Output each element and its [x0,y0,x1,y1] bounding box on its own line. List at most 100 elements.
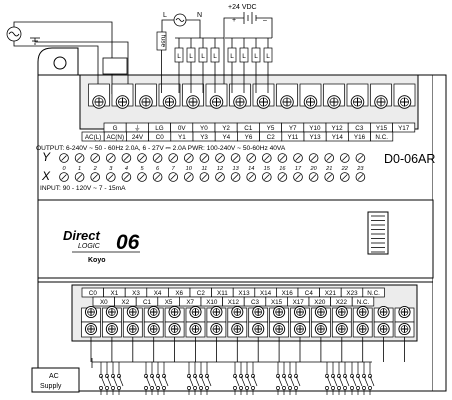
brand-logic: LOGIC [78,243,101,250]
top-terminal-row2-label: Y16 [354,134,366,141]
bottom-terminal-screw-lower[interactable] [314,322,327,336]
top-terminal-screw[interactable] [115,95,130,109]
bottom-terminal-screw-lower[interactable] [210,322,223,336]
top-terminal-screw[interactable] [256,95,271,109]
top-terminal-row1-label: Y17 [398,125,410,132]
top-terminal-screw[interactable] [186,95,200,109]
bottom-terminal-screw-lower[interactable] [273,322,286,336]
io-number: 5 [140,166,144,172]
input-x-indicator-mark [108,174,114,180]
io-number: 17 [295,166,302,172]
input-switch-blade [363,375,369,387]
bottom-terminal-screw-upper[interactable] [398,305,411,319]
input-switch-blade [240,375,246,387]
expansion-connector [367,211,389,255]
top-terminal-row1-label: Y10 [309,125,321,132]
top-terminal-screw[interactable] [397,95,412,109]
input-switch-blade [246,375,252,387]
top-terminal-screw[interactable] [280,95,294,109]
top-terminal-screw[interactable] [233,95,247,109]
input-switch-blade [283,375,289,387]
bottom-terminal-screw-upper[interactable] [126,305,139,319]
bottom-terminal-screw-lower[interactable] [84,322,98,336]
load-label: L [213,53,217,60]
bottom-terminal-screw-upper[interactable] [335,305,348,319]
input-switch-blade [252,375,258,387]
top-terminal-row2-label: Y3 [200,134,208,141]
bottom-terminal-screw-lower[interactable] [189,322,202,336]
bottom-terminal-screw-upper[interactable] [293,305,307,319]
top-terminal-row1-label: Y2 [222,125,230,132]
top-terminal-screw[interactable] [139,95,153,109]
top-terminal-screw[interactable] [209,95,224,109]
bottom-terminal-screw-lower[interactable] [147,322,160,336]
bottom-terminal-screw-lower[interactable] [398,322,411,336]
io-number: 11 [201,166,207,172]
top-terminal-row2-label: AC(L) [85,134,101,141]
top-terminal-row1-label: Y5 [267,125,275,132]
bottom-terminal-screw-upper[interactable] [210,305,223,319]
bottom-terminal-row2-label: C1 [143,299,152,306]
input-switch-blade [351,375,357,387]
top-terminal-screw[interactable] [327,95,341,109]
bottom-terminal-screw-upper[interactable] [314,305,327,319]
bottom-terminal-row1-label: X14 [260,290,272,297]
bottom-terminal-screw-lower[interactable] [252,322,265,336]
dc-supply-label: +24 VDC [228,4,257,11]
top-terminal-screw[interactable] [303,95,318,109]
bottom-terminal-screw-lower[interactable] [356,322,369,336]
bottom-terminal-screw-lower[interactable] [335,322,348,336]
input-switch-blade [106,375,112,387]
output-letter-y: Y [42,150,51,164]
load-label: L [242,53,246,60]
top-terminal-screw[interactable] [162,95,177,109]
bottom-terminal-screw-upper[interactable] [231,305,244,319]
bottom-terminal-screw-upper[interactable] [252,305,265,319]
mounting-hole [53,56,67,70]
bottom-terminal-screw-upper[interactable] [84,305,98,319]
top-terminal-screw[interactable] [374,95,388,109]
output-y-indicator-mark [170,155,176,161]
bottom-terminal-screw-lower[interactable] [231,322,244,336]
bottom-terminal-row1-label: X21 [325,290,337,297]
input-x-indicator-mark [123,174,130,180]
bottom-terminal-screw-upper[interactable] [189,305,202,319]
bottom-terminal-screw-lower[interactable] [126,322,139,336]
bottom-terminal-row2-label: X10 [206,299,218,306]
top-terminal-screw[interactable] [350,95,365,109]
input-switch-contact [337,386,341,390]
input-x-indicator-mark [279,174,286,180]
input-switch-blade [369,375,375,387]
bottom-terminal-screw-upper[interactable] [356,305,369,319]
bottom-terminal-screw-lower[interactable] [293,322,307,336]
input-switch-blade [234,375,240,387]
bottom-terminal-screw-lower[interactable] [105,322,118,336]
output-y-indicator-mark [326,155,332,161]
io-number: 4 [125,166,128,172]
bottom-terminal-screw-upper[interactable] [147,305,160,319]
output-y-indicator-mark [248,155,254,161]
io-number: 20 [309,166,317,172]
bottom-terminal-screw-upper[interactable] [273,305,286,319]
wire-output-n [186,19,201,38]
top-terminal-row2-label: C2 [267,134,276,141]
top-terminal-row1-label: ⏚ [134,124,140,132]
bottom-terminal-screw-upper[interactable] [377,305,390,319]
io-number: 3 [109,166,113,172]
bottom-terminal-screw-upper[interactable] [105,305,118,319]
bottom-terminal-row1-label: N.C. [367,290,380,297]
top-terminal-row1-label: Y12 [331,125,343,132]
bottom-terminal-screw-lower[interactable] [168,322,181,336]
top-terminal-screw[interactable] [92,95,106,109]
bottom-terminal-screw-lower[interactable] [377,322,390,336]
top-terminal-row2-label: Y4 [222,134,230,141]
io-number: 2 [93,166,98,172]
input-switch-contact [245,386,249,390]
top-terminal-row2-label: Y14 [332,134,344,141]
module-right-edge [433,74,447,392]
input-switch-contact [162,386,166,390]
io-number: 15 [264,166,271,172]
bottom-terminal-row2-label: X12 [228,299,240,306]
bottom-terminal-screw-upper[interactable] [168,305,181,319]
